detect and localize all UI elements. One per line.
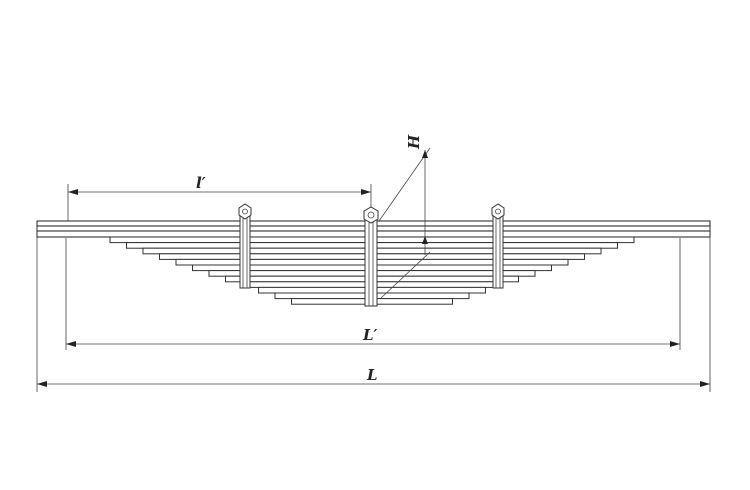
height-indicator: H [378,134,431,299]
dimension-l-prime: L′ [66,326,680,347]
h-leader-lower [380,251,431,299]
h-arrow-top [422,150,428,158]
small-l-label: l′ [196,174,206,192]
center-bolt [363,206,379,307]
h-leader-upper [378,147,431,222]
h-label: H [405,134,423,150]
right-clamp [491,203,505,289]
left-clamp [238,203,252,289]
l-prime-label: L′ [362,326,378,344]
extension-lines [36,184,711,392]
dimension-small-l: l′ [68,174,371,195]
l-label: L [366,366,378,384]
dimension-l: L [37,366,710,387]
h-arrow-bottom [422,236,428,244]
